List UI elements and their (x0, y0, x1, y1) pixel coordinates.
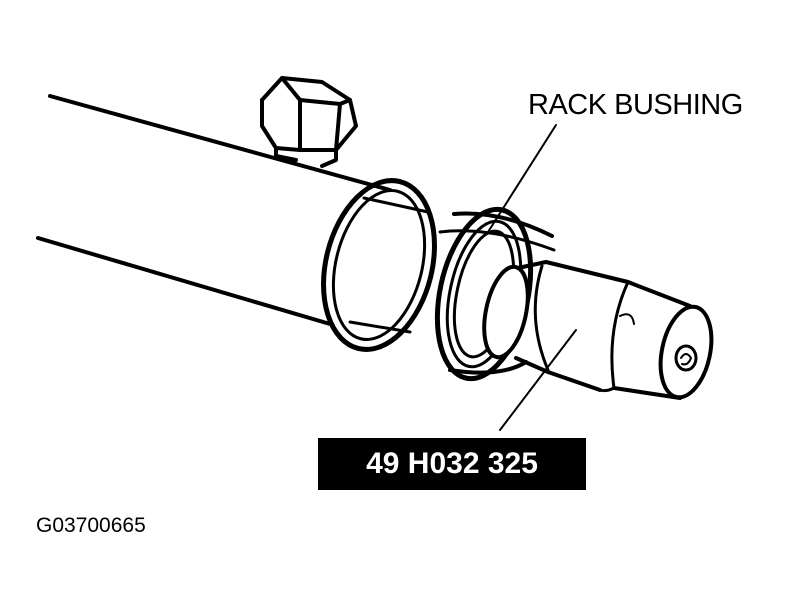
installer-tool (482, 260, 714, 400)
rack-bar (348, 196, 430, 334)
tool-number-text: 49 H032 325 (366, 447, 538, 480)
tool-number-callout: 49 H032 325 (318, 438, 586, 490)
rack-bushing-leader-line (487, 124, 557, 233)
rack-housing-tube (36, 94, 392, 326)
tool-number-leader-line (499, 329, 577, 431)
hex-fitting (260, 76, 358, 168)
housing-end-ring (321, 178, 437, 352)
rack-bushing-label: RACK BUSHING (528, 89, 743, 121)
figure-code: G03700665 (36, 514, 146, 537)
